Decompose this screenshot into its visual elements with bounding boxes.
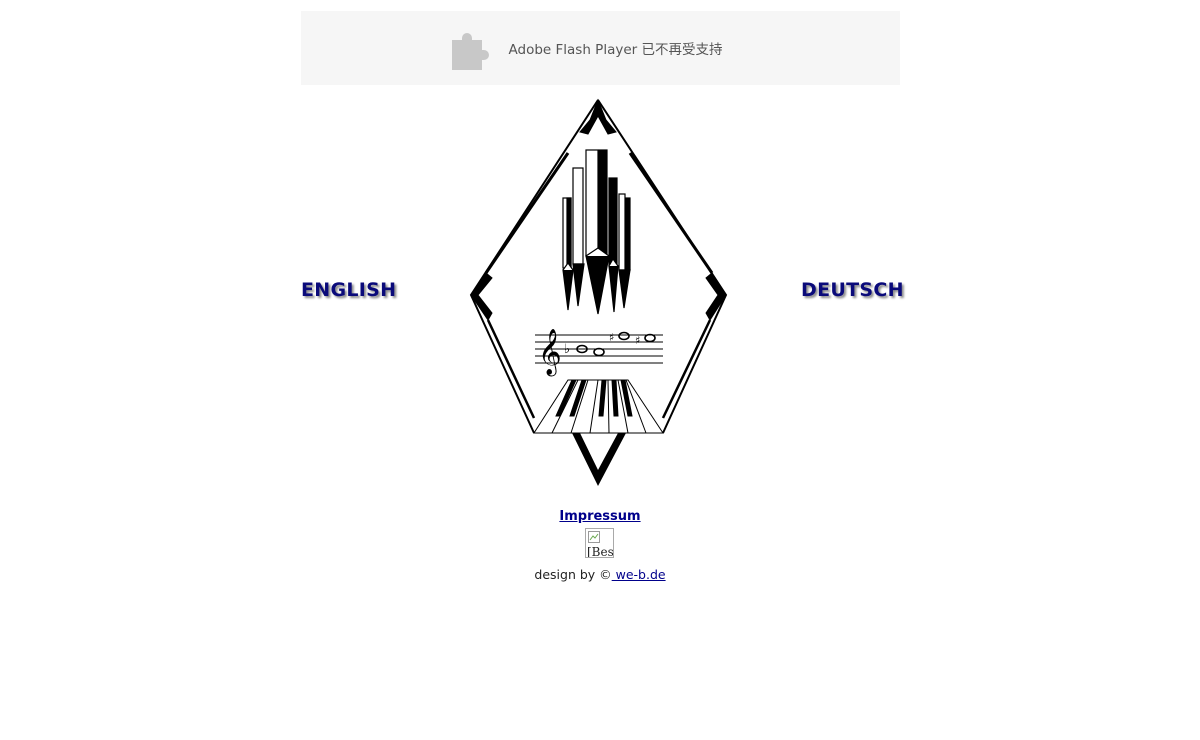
svg-text:♭: ♭ — [564, 342, 570, 357]
diamond-frame — [469, 98, 728, 434]
broken-image-icon — [588, 531, 600, 543]
designer-link[interactable]: we-b.de — [611, 567, 666, 582]
puzzle-icon — [451, 33, 489, 70]
impressum-link[interactable]: Impressum — [559, 509, 641, 524]
counter-image-alt-text: [Bes — [587, 545, 614, 558]
music-staff: 𝄞 ♭ ♯ ♯ — [535, 329, 663, 377]
svg-text:♯: ♯ — [609, 331, 614, 344]
counter-image[interactable]: [Bes — [585, 528, 614, 558]
svg-text:♯: ♯ — [635, 334, 640, 347]
impressum-row: Impressum — [0, 507, 1200, 525]
flash-placeholder[interactable]: Adobe Flash Player 已不再受支持 — [301, 11, 900, 85]
organ-pipes-logo: 𝄞 ♭ ♯ ♯ — [469, 98, 728, 486]
english-link[interactable]: ENGLISH — [301, 279, 397, 301]
footer-prefix: design by © — [534, 567, 612, 582]
organ-pipes — [562, 149, 631, 315]
footer-credit: design by © we-b.de — [0, 567, 1200, 582]
keyboard — [533, 379, 664, 434]
bottom-triangle — [572, 433, 626, 486]
deutsch-link[interactable]: DEUTSCH — [801, 279, 904, 301]
svg-text:𝄞: 𝄞 — [538, 329, 562, 377]
flash-unsupported-message: Adobe Flash Player 已不再受支持 — [508, 42, 723, 58]
